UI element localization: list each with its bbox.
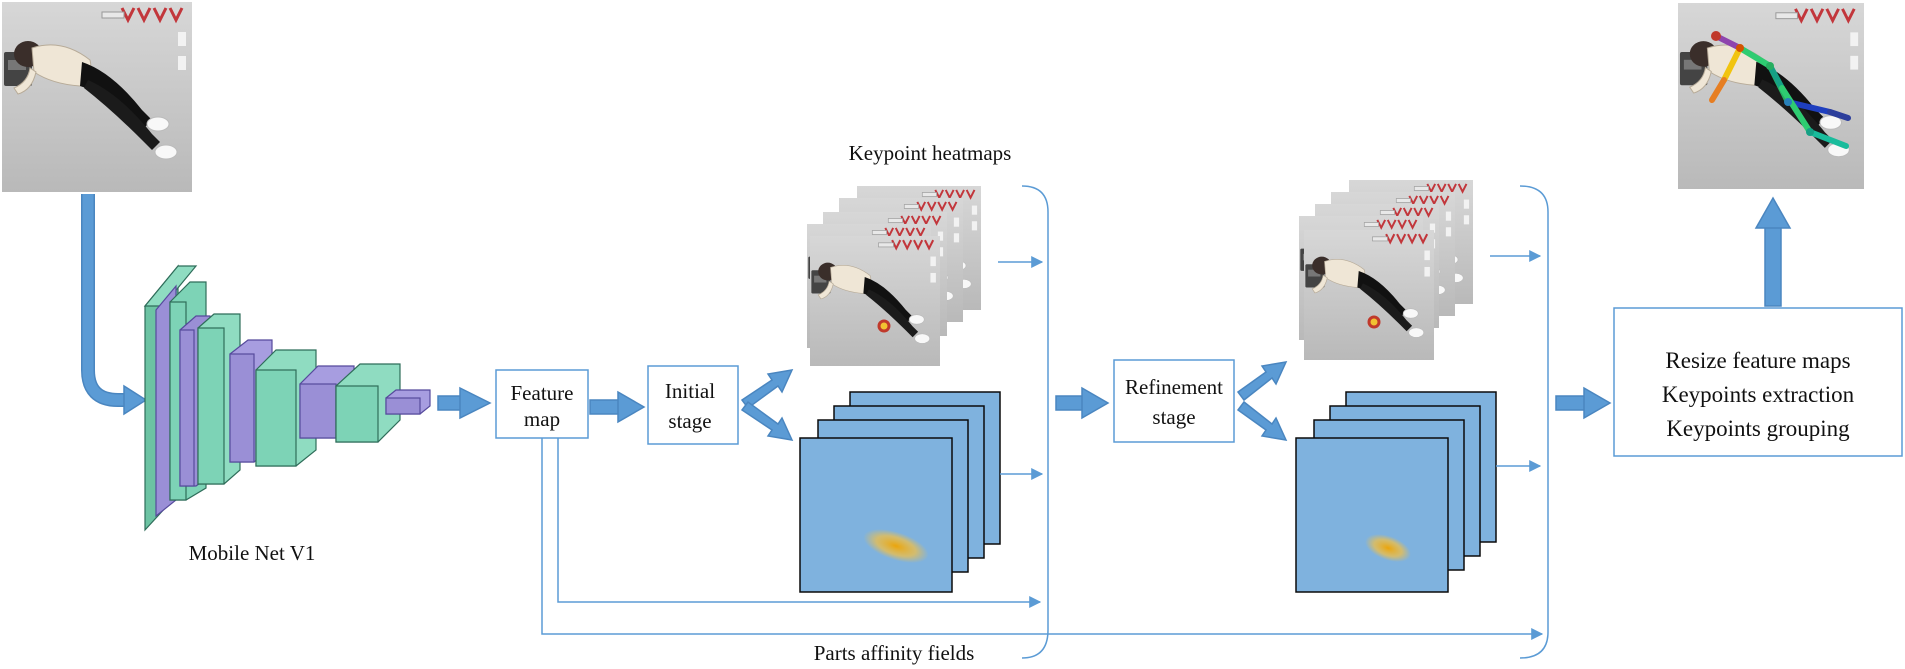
keypoint-heatmaps-label: Keypoint heatmaps — [849, 141, 1012, 165]
refinement-stage-box: Refinement stage — [1113, 359, 1235, 443]
parts-affinity-fields-label: Parts affinity fields — [814, 641, 975, 665]
initial-stage-label-line2: stage — [668, 409, 711, 433]
pose-joints — [1711, 31, 1814, 136]
arrow-refinement-split — [1236, 361, 1288, 441]
keypoint-dot — [1367, 315, 1381, 329]
arrows-to-bracket-2 — [1490, 250, 1542, 472]
initial-stage-box: Initial stage — [647, 365, 739, 445]
keypoint-heatmaps-stack-refinement — [1297, 180, 1475, 360]
keypoint-dot — [877, 319, 891, 333]
arrow-to-postprocess — [1555, 386, 1612, 420]
postprocess-box: Resize feature maps Keypoints extraction… — [1613, 307, 1903, 457]
postprocess-line-3: Keypoints grouping — [1666, 416, 1850, 441]
input-image — [2, 2, 192, 192]
arrow-backbone-to-feature-map — [437, 386, 492, 420]
arrow-to-output — [1754, 196, 1792, 307]
paf-stack-refinement — [1295, 391, 1497, 593]
feature-map-label-line2: map — [524, 407, 560, 431]
arrows-to-bracket-1 — [998, 256, 1044, 480]
pose-skeleton — [1709, 33, 1851, 149]
keypoint-heatmaps-stack-initial — [805, 186, 983, 366]
output-image — [1678, 2, 1864, 190]
feature-map-label-line1: Feature — [511, 381, 574, 405]
postprocess-line-1: Resize feature maps — [1665, 348, 1850, 373]
bracket-1 — [1021, 185, 1049, 659]
initial-stage-label-line1: Initial — [665, 379, 715, 403]
paf-stack-initial — [799, 391, 1001, 593]
feature-map-box: Feature map — [495, 369, 589, 439]
arrow-to-refinement-stage — [1055, 386, 1110, 420]
bracket-2 — [1519, 185, 1549, 659]
backbone-label: Mobile Net V1 — [189, 541, 316, 565]
arrow-feature-map-to-initial-stage — [589, 390, 646, 424]
refinement-stage-label-line2: stage — [1152, 405, 1195, 429]
mobilenet-backbone — [143, 264, 431, 532]
refinement-stage-label-line1: Refinement — [1125, 375, 1223, 399]
arrow-initial-stage-split — [740, 369, 794, 441]
skip-connections — [541, 438, 1544, 640]
arrow-input-to-backbone — [81, 194, 148, 416]
postprocess-line-2: Keypoints extraction — [1662, 382, 1855, 407]
